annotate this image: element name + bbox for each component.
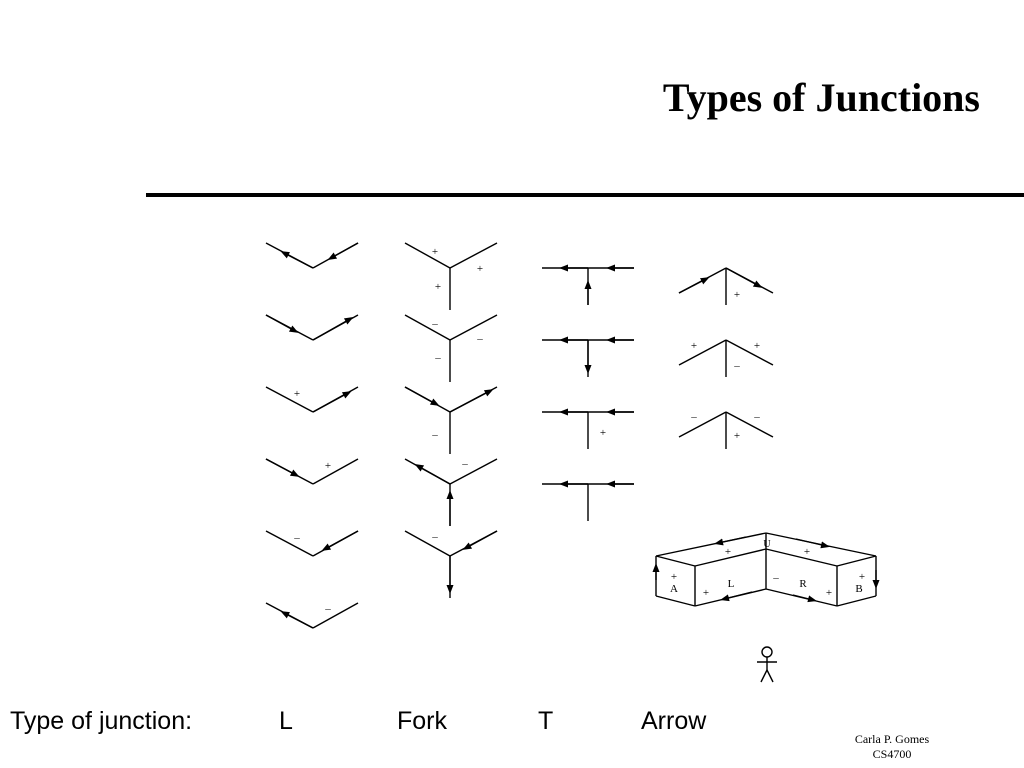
- arrow-junction-3: [678, 411, 774, 449]
- plus-label: +: [691, 340, 697, 352]
- minus-label: –: [753, 411, 760, 423]
- fork-junction-1: [404, 242, 498, 310]
- plus-label: +: [294, 388, 300, 400]
- labeled-block-figure: [652, 532, 880, 607]
- fork-junction-4: [404, 458, 498, 526]
- arrow-junction-1: [678, 267, 774, 305]
- l-junction-1: [265, 242, 359, 269]
- minus-label: –: [434, 352, 441, 364]
- fork-junction-2: [404, 314, 498, 382]
- viewer-figure: [757, 646, 777, 683]
- plus-label: +: [826, 587, 832, 599]
- face-label-b: B: [855, 583, 862, 595]
- minus-label: –: [690, 411, 697, 423]
- plus-label: +: [734, 289, 740, 301]
- l-junction-5: [265, 530, 359, 557]
- plus-label: +: [435, 281, 441, 293]
- credit-author: Carla P. Gomes: [854, 732, 930, 746]
- minus-label: –: [431, 531, 438, 543]
- plus-label: +: [600, 427, 606, 439]
- minus-label: –: [733, 360, 740, 372]
- junction-legend-prefix: Type of junction:: [10, 707, 193, 735]
- credit-course: CS4700: [872, 747, 912, 761]
- l-junction-4: [265, 458, 359, 485]
- plus-label: +: [432, 246, 438, 258]
- fork-junction-5: [404, 530, 498, 598]
- plus-label: +: [477, 263, 483, 275]
- l-junction-6: [265, 602, 359, 629]
- l-junction-2: [265, 314, 359, 341]
- slide-title: Types of Junctions: [662, 75, 980, 120]
- legend-t: T: [538, 707, 554, 735]
- plus-label: +: [754, 340, 760, 352]
- fork-junction-3: [404, 386, 498, 454]
- plus-label: +: [804, 546, 810, 558]
- face-label-l: L: [728, 578, 735, 590]
- minus-label: –: [324, 603, 331, 615]
- legend-l: L: [279, 707, 293, 735]
- minus-label: –: [461, 458, 468, 470]
- minus-label: –: [772, 572, 779, 584]
- plus-label: +: [703, 587, 709, 599]
- t-junction-3: [542, 408, 634, 449]
- legend-fork: Fork: [397, 707, 447, 735]
- l-junction-3: [265, 386, 359, 413]
- legend-arrow: Arrow: [641, 707, 707, 735]
- t-junction-2: [542, 336, 634, 377]
- minus-label: –: [293, 532, 300, 544]
- t-junction-1: [542, 264, 634, 305]
- face-label-u: U: [763, 539, 771, 550]
- arrow-junction-2: [678, 339, 774, 377]
- plus-label: +: [325, 460, 331, 472]
- minus-label: –: [476, 333, 483, 345]
- t-junction-4: [542, 480, 634, 521]
- face-label-a: A: [670, 583, 678, 595]
- plus-label: +: [734, 430, 740, 442]
- title-divider: [146, 193, 1024, 197]
- minus-label: –: [431, 429, 438, 441]
- plus-label: +: [725, 546, 731, 558]
- face-label-r: R: [799, 578, 807, 590]
- plus-label: +: [671, 571, 677, 583]
- plus-label: +: [859, 571, 865, 583]
- minus-label: –: [431, 318, 438, 330]
